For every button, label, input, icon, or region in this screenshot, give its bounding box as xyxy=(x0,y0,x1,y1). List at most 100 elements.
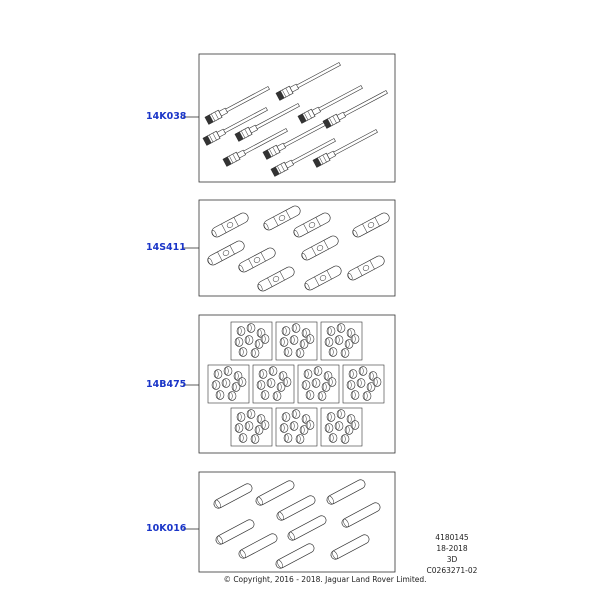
seal-ring xyxy=(295,348,305,358)
seal-ring xyxy=(260,390,270,400)
seal-ring xyxy=(336,323,346,333)
seal-ring xyxy=(350,390,360,400)
seal-ring xyxy=(291,323,301,333)
butt-splice xyxy=(301,235,339,261)
seal-ring xyxy=(350,334,360,344)
panel-10K016 xyxy=(183,471,396,573)
seal-ring xyxy=(276,382,286,392)
seal-ring xyxy=(366,382,376,392)
part-label-14S411[interactable]: 14S411 xyxy=(146,242,186,253)
seal-ring xyxy=(260,334,270,344)
terminal xyxy=(297,85,363,124)
seal-pack xyxy=(207,364,250,404)
part-label-14B475[interactable]: 14B475 xyxy=(146,379,187,390)
seal-ring xyxy=(266,378,276,388)
seal-ring xyxy=(344,339,354,349)
seal-ring xyxy=(344,425,354,435)
seal-ring xyxy=(327,377,337,387)
seal-ring xyxy=(244,421,254,431)
heat-shrink-sleeve xyxy=(341,502,381,528)
seal-ring xyxy=(299,425,309,435)
seal-ring xyxy=(324,337,334,347)
seal-ring xyxy=(340,434,350,444)
heat-shrink-sleeve xyxy=(287,515,327,541)
seal-pack xyxy=(252,364,295,404)
seal-ring xyxy=(236,412,246,422)
seal-ring xyxy=(328,433,338,443)
seal-ring xyxy=(356,378,366,388)
seal-pack xyxy=(320,321,363,361)
terminal xyxy=(275,62,341,101)
terminal xyxy=(312,129,378,168)
butt-splice xyxy=(263,205,301,231)
seal-ring xyxy=(281,412,291,422)
seal-ring xyxy=(250,348,260,358)
terminal xyxy=(222,128,288,167)
panel-14B475 xyxy=(183,314,396,454)
seal-ring xyxy=(317,391,327,401)
seal-ring xyxy=(295,434,305,444)
heat-shrink-sleeve xyxy=(213,483,253,509)
seal-ring xyxy=(272,391,282,401)
heat-shrink-sleeve xyxy=(276,495,316,521)
panel-frame xyxy=(198,53,396,183)
seal-ring xyxy=(321,382,331,392)
seal-ring xyxy=(281,326,291,336)
butt-splice xyxy=(293,212,331,238)
seal-ring xyxy=(260,420,270,430)
seal-group xyxy=(207,321,385,447)
seal-pack xyxy=(320,407,363,447)
panel-frame xyxy=(198,314,396,454)
seal-pack xyxy=(230,321,273,361)
panel-14S411 xyxy=(183,199,396,297)
terminal xyxy=(322,90,388,129)
part-label-14K038[interactable]: 14K038 xyxy=(146,111,187,122)
seal-ring xyxy=(334,421,344,431)
butt-splice xyxy=(257,266,295,292)
butt-splice xyxy=(352,212,390,238)
seal-ring xyxy=(336,409,346,419)
seal-ring xyxy=(334,335,344,345)
seal-ring xyxy=(303,369,313,379)
butt-splice xyxy=(207,240,245,266)
seal-ring xyxy=(244,335,254,345)
heat-shrink-sleeve xyxy=(326,479,366,505)
seal-ring xyxy=(362,391,372,401)
seal-ring xyxy=(279,337,289,347)
copyright-notice: © Copyright, 2016 - 2018. Jaguar Land Ro… xyxy=(223,575,427,584)
seal-ring xyxy=(283,347,293,357)
butt-splice xyxy=(304,265,342,291)
seal-ring xyxy=(346,380,356,390)
seal-ring xyxy=(237,377,247,387)
seal-pack xyxy=(297,364,340,404)
seal-ring xyxy=(311,378,321,388)
seal-ring xyxy=(282,377,292,387)
seal-ring xyxy=(289,335,299,345)
seal-ring xyxy=(283,433,293,443)
seal-ring xyxy=(250,434,260,444)
seal-ring xyxy=(221,378,231,388)
heat-shrink-sleeve xyxy=(215,519,255,545)
seal-ring xyxy=(246,409,256,419)
seal-ring xyxy=(289,421,299,431)
seal-ring xyxy=(213,369,223,379)
panel-frame xyxy=(198,471,396,573)
seal-ring xyxy=(324,423,334,433)
part-label-10K016[interactable]: 10K016 xyxy=(146,523,187,534)
illustration-code: C0263271-02 xyxy=(426,566,478,575)
panel-14K038 xyxy=(183,53,396,183)
seal-ring xyxy=(223,366,233,376)
seal-ring xyxy=(328,347,338,357)
terminal xyxy=(204,86,270,125)
seal-ring xyxy=(254,425,264,435)
seal-ring xyxy=(340,348,350,358)
butt-splice xyxy=(347,255,385,281)
seal-ring xyxy=(268,366,278,376)
seal-ring xyxy=(254,339,264,349)
seal-ring xyxy=(279,423,289,433)
seal-ring xyxy=(258,369,268,379)
seal-ring xyxy=(231,382,241,392)
seal-ring xyxy=(305,334,315,344)
seal-ring xyxy=(372,377,382,387)
